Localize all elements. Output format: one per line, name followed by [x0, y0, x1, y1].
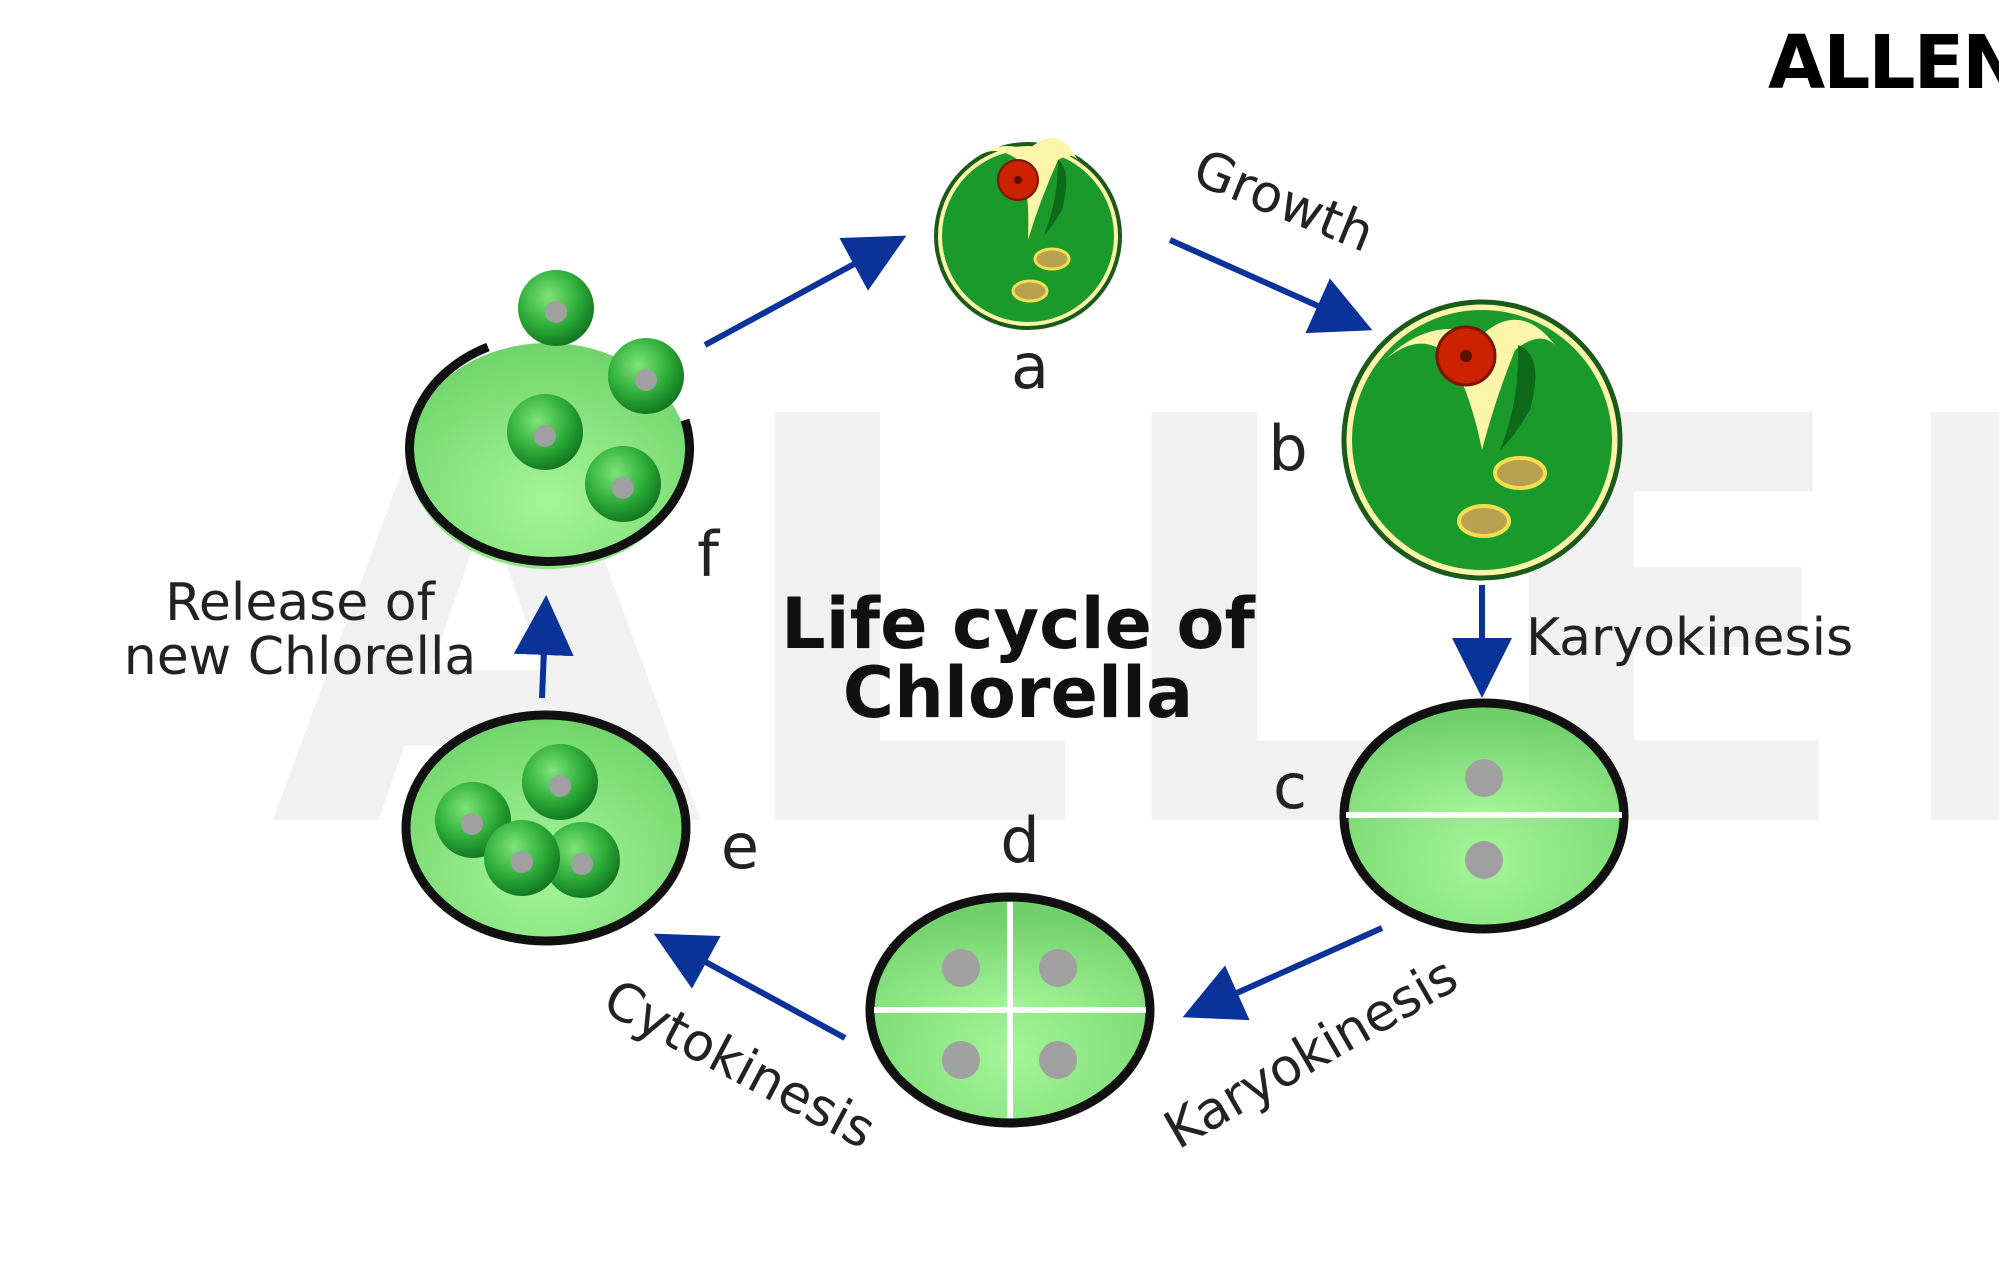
arrow-e-to-f [513, 595, 574, 699]
label-karyokinesis-2: Karyokinesis [1155, 946, 1468, 1162]
cell-b [1341, 299, 1623, 581]
cell-a [934, 138, 1122, 330]
cell-f [405, 270, 694, 569]
stage-label-a: a [1011, 330, 1049, 403]
stage-label-d: d [1000, 804, 1039, 877]
label-growth: Growth [1185, 138, 1382, 264]
arrow-d-to-e [653, 933, 847, 1041]
label-cytokinesis: Cytokinesis [594, 969, 885, 1162]
arrow-c-to-d [1182, 925, 1384, 1021]
cell-c [1339, 698, 1629, 934]
stage-label-c: c [1273, 750, 1307, 823]
cell-d [865, 892, 1155, 1128]
stage-label-f: f [697, 518, 721, 591]
label-release-line-1: Release of [165, 573, 437, 633]
label-release-line-2: new Chlorella [124, 627, 477, 687]
label-karyokinesis-1: Karyokinesis [1526, 608, 1853, 668]
arrow-f-to-a [703, 235, 907, 348]
stage-label-b: b [1268, 412, 1307, 485]
stage-label-e: e [721, 810, 759, 883]
cell-e [401, 710, 691, 946]
title-line-1: Life cycle of [781, 583, 1256, 665]
title-line-2: Chlorella [843, 652, 1194, 734]
arrow-a-to-b [1168, 237, 1373, 334]
brand-logo: ALLEN [1768, 20, 1999, 106]
